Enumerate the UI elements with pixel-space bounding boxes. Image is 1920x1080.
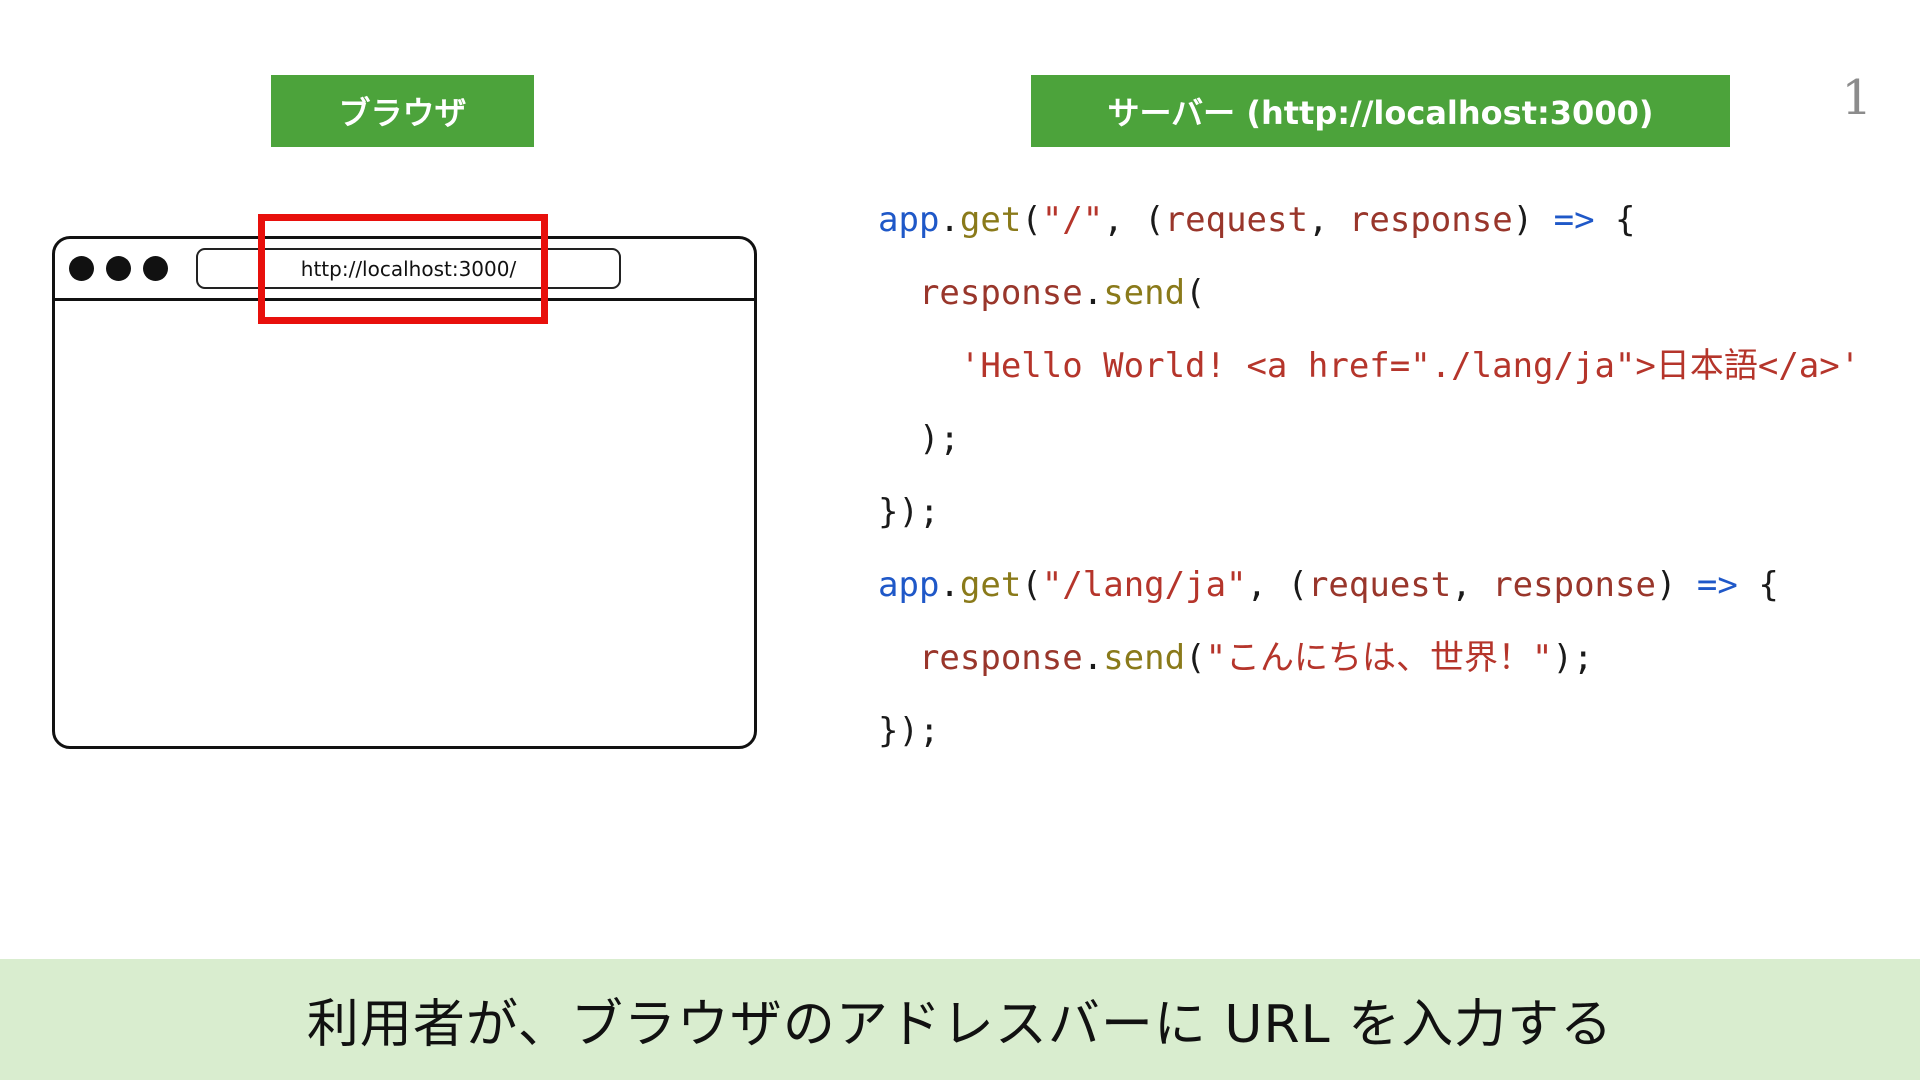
code-line: response.send("こんにちは、世界！");: [918, 638, 1594, 678]
server-label: サーバー (http://localhost:3000): [1031, 75, 1730, 147]
window-dot: [106, 256, 131, 281]
code-line: );: [878, 419, 960, 459]
caption-text: 利用者が、ブラウザのアドレスバーに URL を入力する: [306, 995, 1614, 1055]
code-line: response.send(: [918, 273, 1206, 313]
code-line: });: [878, 711, 940, 751]
address-bar-highlight: [258, 214, 548, 324]
window-dot: [69, 256, 94, 281]
code-line: 'Hello World! <a href="./lang/ja">日本語</a…: [959, 346, 1861, 386]
code-line: });: [878, 492, 940, 532]
page-number: 1: [1841, 70, 1872, 126]
code-block: app.get("/", (request, response) => { re…: [878, 184, 1860, 768]
code-line: app.get("/lang/ja", (request, response) …: [878, 565, 1779, 605]
browser-titlebar: http://localhost:3000/: [55, 239, 754, 301]
caption-banner: 利用者が、ブラウザのアドレスバーに URL を入力する: [0, 959, 1920, 1080]
browser-label: ブラウザ: [271, 75, 534, 147]
code-line: app.get("/", (request, response) => {: [878, 200, 1636, 240]
window-dot: [143, 256, 168, 281]
address-bar: http://localhost:3000/: [196, 248, 621, 289]
